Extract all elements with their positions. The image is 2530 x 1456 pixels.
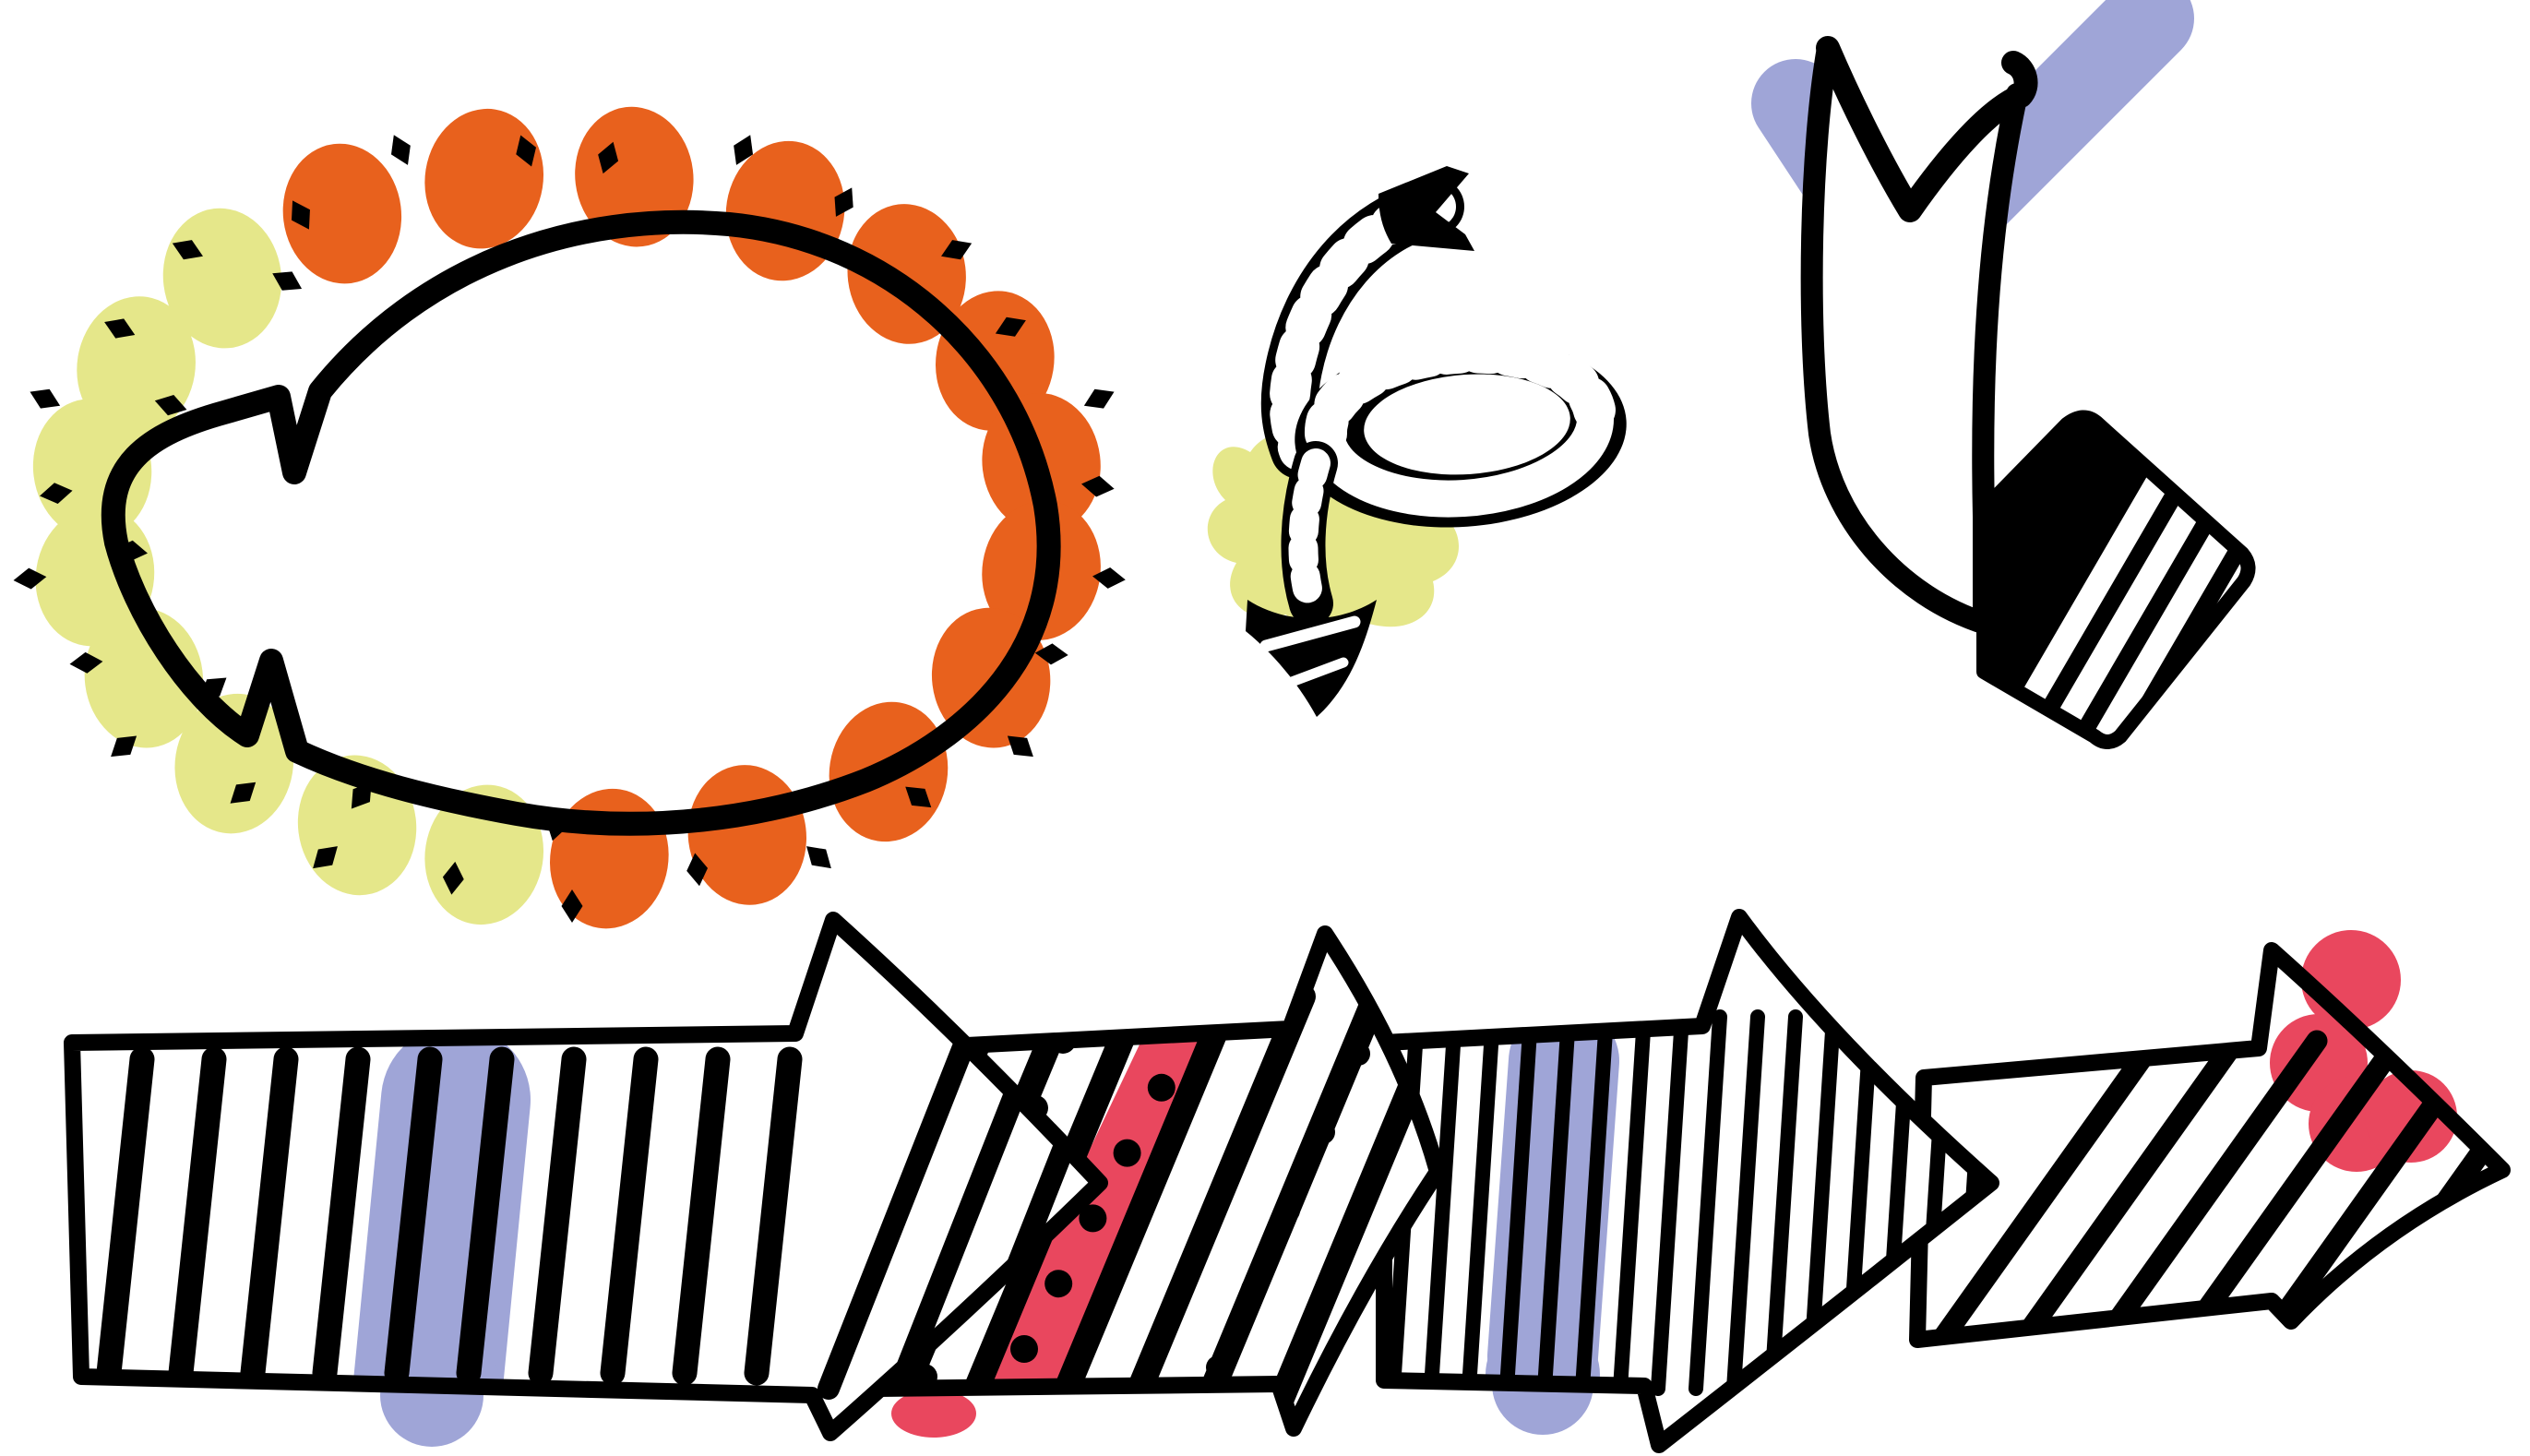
arrow-stripe — [240, 1046, 299, 1386]
red-bleed-accent — [891, 1390, 976, 1438]
bubble-ring-diamond — [598, 141, 619, 174]
bubble-ring-diamond — [734, 135, 754, 165]
bubble-ring-diamond — [516, 135, 537, 167]
ribbon-left-edge — [1800, 37, 1997, 635]
segment-b-outline — [868, 925, 1446, 1437]
bubble-ring-dot — [282, 143, 402, 284]
swirl-fishtail-end — [1378, 166, 1474, 251]
arrow-stripe — [1499, 1009, 1538, 1396]
bubble-ring-diamond — [154, 395, 187, 416]
bubble-ring-diamond — [806, 846, 831, 869]
bubble-ring-diamond — [291, 200, 310, 230]
bubble-ring-diamond — [1092, 567, 1126, 589]
bubble-ring-diamond — [69, 651, 103, 674]
bubble-ring-dot — [174, 693, 294, 834]
bubble-ring-diamond — [30, 388, 61, 409]
bubble-ring-diamond — [442, 861, 464, 895]
red-stripe-dot — [1010, 1335, 1038, 1363]
arrow-head-stripe — [817, 1015, 983, 1400]
bubble-ring-diamond — [104, 318, 136, 339]
ribbon-right-edge — [1972, 83, 2028, 631]
arrow-stripe — [1462, 1009, 1500, 1396]
arrow-stripe — [1119, 984, 1316, 1420]
bubble-ring-diamond — [834, 187, 853, 217]
bubble-ring-diamond — [1007, 735, 1033, 758]
ribbon-top-fold — [1816, 36, 2038, 222]
arrow-stripe — [1046, 984, 1243, 1420]
bubble-ring-diamond — [272, 271, 303, 291]
swirl-arrowhead-slit — [1259, 615, 1361, 652]
arrow-stripe — [168, 1046, 227, 1386]
loop-arrow-doodle — [1207, 166, 1627, 717]
segment-a-outline — [64, 912, 1108, 1441]
bubble-ring-diamond — [313, 846, 338, 869]
red-stripe-dot — [1147, 1073, 1175, 1102]
bubble-ring-diamond — [995, 316, 1026, 337]
stripe-dot — [1276, 1199, 1300, 1223]
swirl-loop-hole — [1364, 374, 1570, 475]
stripe-dot — [1241, 1277, 1265, 1301]
bubble-ring-diamond — [561, 889, 583, 923]
bubble-ring-diamond — [13, 567, 47, 590]
arrow-stripe — [2170, 1030, 2409, 1340]
arrow-stripe — [312, 1046, 371, 1386]
arrow-stripe — [2008, 1030, 2247, 1340]
swirl-loop-near-band — [1307, 399, 1615, 518]
striped-arrow-doodle — [64, 909, 2511, 1453]
bubble-ring-diamond — [686, 853, 709, 887]
speech-bubble-doodle — [13, 106, 1126, 929]
arrow-stripe — [744, 1046, 803, 1386]
arrow-segment-d — [1909, 930, 2511, 1348]
swirl-arrowhead-slit — [1279, 657, 1349, 690]
arrow-stripe — [1689, 1009, 1727, 1396]
arrow-stripe — [2089, 1030, 2328, 1340]
bubble-ring-diamond — [546, 808, 567, 841]
ribbon-band-fill — [1811, 48, 2019, 624]
arrow-stripe — [1537, 1009, 1576, 1396]
arrow-stripe — [1424, 1009, 1462, 1396]
arrow-stripe — [1726, 1009, 1765, 1396]
stripe-dot — [1311, 1120, 1335, 1144]
stripe-dot — [1346, 1042, 1370, 1066]
bubble-ring-diamond — [390, 135, 411, 165]
red-stripe-dot — [1044, 1270, 1073, 1298]
arrow-stripe — [1613, 1009, 1652, 1396]
stripe-dot — [1206, 1355, 1230, 1379]
bubble-ring-diamond — [351, 782, 372, 809]
red-stripe-dot — [1113, 1139, 1141, 1167]
segment-c-outline — [1376, 909, 1999, 1453]
arrow-stripe — [600, 1046, 659, 1386]
bubble-ring-diamond — [111, 735, 137, 758]
arrow-stripe — [96, 1046, 155, 1386]
ribbon-head-slit — [2068, 417, 2249, 742]
bubble-ring-diamond — [905, 786, 932, 808]
bubble-ring-diamond — [941, 240, 973, 260]
bubble-ring-diamond — [1034, 643, 1068, 665]
red-stripe-dot — [1079, 1204, 1107, 1233]
bubble-ring-diamond — [172, 240, 203, 260]
bubble-ring-diamond — [1083, 388, 1115, 409]
swirl-stem-rungs — [1288, 448, 1331, 618]
swirl-loop-far-rungs — [1304, 330, 1617, 455]
bubble-ring-diamond — [199, 677, 227, 698]
segment-d-outline — [1909, 942, 2511, 1348]
arrow-stripe — [384, 1046, 443, 1386]
arrow-stripe — [1764, 1009, 1803, 1396]
bubble-ring-dot — [424, 108, 544, 249]
arrow-stripe — [456, 1046, 515, 1386]
bubble-ring-diamond — [114, 540, 148, 562]
arrow-stripe — [1575, 1009, 1614, 1396]
bubble-outline — [101, 209, 1061, 836]
arrow-segment-c — [1376, 909, 1999, 1453]
bubble-ring-diamond — [40, 483, 73, 505]
arrow-stripe — [528, 1046, 587, 1386]
bubble-diamond-ring — [13, 135, 1126, 923]
arrow-stripe — [672, 1046, 731, 1386]
bubble-ring-diamond — [1081, 475, 1115, 497]
ribbon-arrowhead-outline — [1976, 410, 2256, 749]
arrow-stripe — [1927, 1030, 2166, 1340]
bubble-ring-diamond — [230, 782, 257, 804]
arrow-stripe — [1651, 1009, 1689, 1396]
